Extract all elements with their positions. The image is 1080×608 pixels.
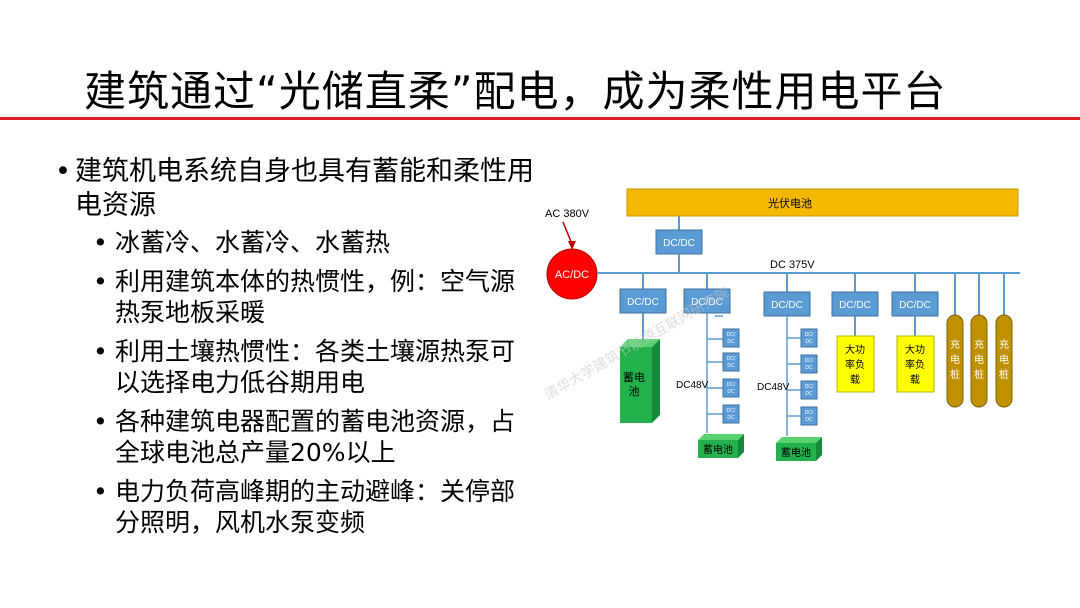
svg-text:DC: DC	[727, 389, 735, 395]
svg-text:桩: 桩	[974, 368, 984, 381]
svg-text:充: 充	[950, 338, 960, 351]
charger-3: 充 电 桩	[995, 314, 1013, 408]
dc375-label: DC 375V	[770, 259, 815, 271]
dcdc-row: DC/DC DC/DC DC/DC DC/DC DC/DC	[619, 288, 939, 317]
svg-text:DC/: DC/	[805, 384, 814, 390]
svg-text:DC: DC	[805, 417, 813, 423]
battery-small-2	[776, 443, 816, 461]
svg-text:DC: DC	[805, 365, 813, 371]
battery-big-top	[620, 339, 660, 347]
dc48-label-1: DC48V	[676, 380, 709, 391]
svg-text:桩: 桩	[999, 368, 1009, 381]
ac-arrow	[562, 221, 573, 245]
battery-small-1	[698, 440, 738, 458]
pv-dcdc-label: DC/DC	[663, 238, 695, 249]
bullet-sub-2: 利用建筑本体的热惯性，例：空气源热泵地板采暖	[93, 266, 535, 328]
ac-arrow-head	[568, 241, 576, 250]
pv-label: 光伏电池	[768, 196, 812, 210]
svg-text:DC: DC	[805, 391, 813, 397]
dc48-branch-1	[706, 313, 723, 433]
svg-text:充: 充	[974, 338, 984, 351]
battery-big	[620, 347, 652, 423]
battery-small-2-label: 蓄电池	[781, 446, 811, 459]
slide-title: 建筑通过“光储直柔”配电，成为柔性用电平台	[84, 67, 947, 116]
svg-text:DC/: DC/	[727, 382, 736, 388]
pv-panel	[626, 188, 1019, 217]
bullet-sub-5: 电力负荷高峰期的主动避峰：关停部分照明，风机水泵变频	[93, 476, 535, 538]
battery-big-side	[652, 339, 660, 423]
svg-text:DC/: DC/	[805, 358, 814, 364]
acdc-label: AC/DC	[555, 269, 589, 281]
svg-text:DC: DC	[727, 415, 735, 421]
svg-text:载: 载	[910, 374, 920, 386]
small-dcdc-group-1: DC/ DC DC/ DC DC/ DC DC/ DC	[722, 328, 740, 424]
title-divider	[0, 117, 1080, 120]
dc48-branch-2	[786, 316, 801, 436]
pv-dcdc	[655, 229, 703, 255]
bullet-list: 建筑机电系统自身也具有蓄能和柔性用电资源 冰蓄冷、水蓄冷、水蓄热 利用建筑本体的…	[55, 155, 535, 546]
svg-text:充: 充	[999, 338, 1009, 351]
svg-text:电: 电	[999, 353, 1009, 366]
charger-2: 充 电 桩	[970, 314, 988, 408]
svg-text:DC: DC	[727, 339, 735, 345]
battery-small-1-label: 蓄电池	[703, 443, 733, 456]
svg-text:电: 电	[974, 353, 984, 366]
dcdc-label-3: DC/DC	[771, 300, 803, 311]
svg-text:桩: 桩	[950, 368, 960, 381]
svg-text:DC/: DC/	[805, 332, 814, 338]
load-1	[836, 335, 875, 393]
svg-text:电: 电	[950, 353, 960, 366]
battery-big-label-2: 池	[629, 385, 640, 398]
svg-text:DC: DC	[805, 339, 813, 345]
bullet-sub-1: 冰蓄冷、水蓄冷、水蓄热	[93, 227, 535, 258]
small-dcdc-group-2: DC/ DC DC/ DC DC/ DC DC/ DC	[800, 328, 818, 426]
svg-text:大功: 大功	[845, 343, 865, 356]
dcdc-label-4: DC/DC	[839, 300, 871, 311]
bullet-sub-4: 各种建筑电器配置的蓄电池资源，占全球电池总产量20%以上	[93, 406, 535, 468]
svg-text:DC/: DC/	[727, 332, 736, 338]
svg-text:DC/: DC/	[727, 356, 736, 362]
dcdc-label-1: DC/DC	[627, 297, 659, 308]
svg-text:DC: DC	[727, 363, 735, 369]
bullet-sub-3: 利用土壤热惯性：各类土壤源热泵可以选择电力低谷期用电	[93, 336, 535, 398]
charger-1: 充 电 桩	[946, 314, 964, 408]
dcdc-label-5: DC/DC	[899, 300, 931, 311]
battery-big-label-1: 蓄电	[623, 371, 645, 384]
svg-text:载: 载	[850, 374, 860, 386]
svg-text:大功: 大功	[905, 343, 925, 356]
ac380-label: AC 380V	[545, 208, 590, 220]
load-2	[896, 335, 935, 393]
dc48-label-2: DC48V	[757, 382, 790, 393]
bus-drops	[642, 273, 1005, 315]
svg-text:DC/: DC/	[805, 410, 814, 416]
svg-text:率负: 率负	[845, 358, 865, 371]
svg-text:DC/: DC/	[727, 408, 736, 414]
svg-text:率负: 率负	[905, 358, 925, 371]
dcdc-label-2: DC/DC	[691, 297, 723, 308]
bullet-main: 建筑机电系统自身也具有蓄能和柔性用电资源	[55, 155, 535, 223]
